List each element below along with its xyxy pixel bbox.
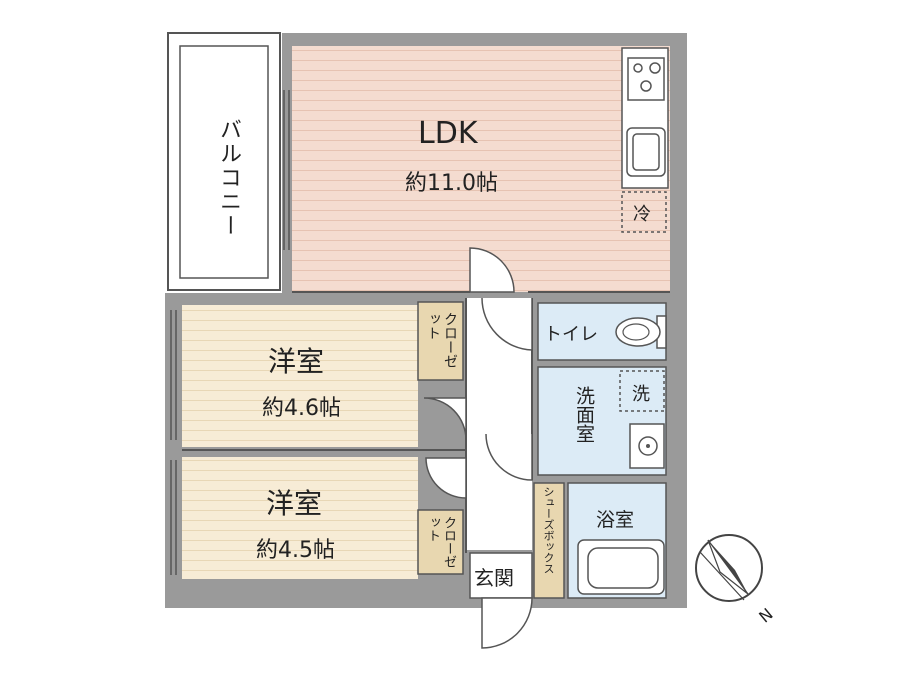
western-room-1-name: 洋室	[268, 345, 325, 378]
entrance-label: 玄関	[474, 566, 514, 590]
western-room-1-floor	[182, 305, 418, 447]
closet-1	[417, 301, 464, 381]
western-room-2-size: 約4.5帖	[256, 538, 335, 563]
windows	[170, 90, 290, 575]
doors	[423, 247, 533, 649]
ldk-size: 約11.0帖	[405, 171, 498, 196]
western-room-2-name: 洋室	[266, 487, 323, 520]
closet-2-label: クローゼット	[425, 516, 456, 568]
sink-icon	[626, 127, 666, 177]
shoebox-label: シューズボックス	[542, 486, 555, 574]
compass-icon	[695, 534, 763, 602]
closet-1-label: クローゼット	[425, 312, 458, 368]
washroom-label: 洗面室	[573, 386, 595, 443]
bathtub-icon	[577, 539, 665, 595]
stove-icon	[627, 57, 665, 101]
entrance-floor	[469, 552, 533, 599]
balcony-label: バルコニー	[216, 118, 241, 238]
washer-label: 洗	[632, 384, 650, 405]
western-room-1-size: 約4.6帖	[262, 396, 341, 421]
ldk-name: LDK	[418, 116, 478, 151]
washbasin-icon	[629, 423, 665, 469]
bathroom-label: 浴室	[596, 509, 635, 531]
washroom	[537, 366, 667, 476]
balcony	[167, 32, 281, 291]
shoe-box	[533, 482, 565, 599]
closet-2	[417, 509, 464, 575]
fridge-label: 冷	[633, 204, 651, 225]
toilet-icon	[615, 315, 667, 349]
toilet-label: トイレ	[544, 324, 598, 345]
